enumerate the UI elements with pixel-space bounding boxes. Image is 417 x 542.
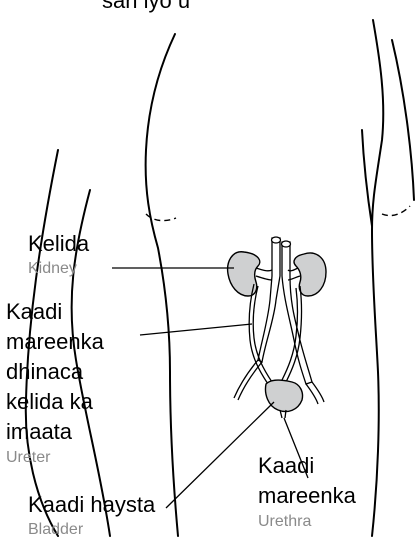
ureter-label-english: Ureter <box>6 448 50 468</box>
kidney-label-english: Kidney <box>28 259 77 279</box>
left-iliac-vessel <box>234 360 258 398</box>
ureter-label-line-3: dhinaca <box>6 359 83 385</box>
body-outline-right-torso <box>372 20 383 536</box>
ureter-label-line-1: Kaadi <box>6 299 62 325</box>
ureter-label-line-5: imaata <box>6 419 72 445</box>
aorta-top <box>272 237 281 243</box>
bladder-label-english: Bladder <box>28 520 83 540</box>
body-outline-right-arm-inner <box>362 130 372 226</box>
right-kidney <box>294 253 326 296</box>
right-hip-dashed-line <box>382 206 410 216</box>
urethra-label-line-1: Kaadi <box>258 453 314 479</box>
body-outline-left-torso <box>146 34 178 536</box>
ureter-label-line-2: mareenka <box>6 329 104 355</box>
ureter-label-line-4: kelida ka <box>6 389 93 415</box>
body-outline-right-arm-outer <box>392 40 414 200</box>
aorta <box>258 238 280 362</box>
bladder-label: Kaadi haysta <box>28 492 155 518</box>
kidney-label: Kelida <box>28 231 89 257</box>
ureter-leader-line <box>140 324 252 335</box>
left-renal-vessel-lower <box>256 276 272 280</box>
right-iliac-vessel-2 <box>312 382 324 402</box>
urethra-label-english: Urethra <box>258 512 311 532</box>
bladder <box>266 380 303 412</box>
top-caption: san iyo u <box>102 0 190 14</box>
left-kidney <box>228 252 260 296</box>
vena-cava-top <box>282 241 291 247</box>
urethra-label-line-2: mareenka <box>258 483 356 509</box>
left-renal-vessel <box>256 268 272 271</box>
